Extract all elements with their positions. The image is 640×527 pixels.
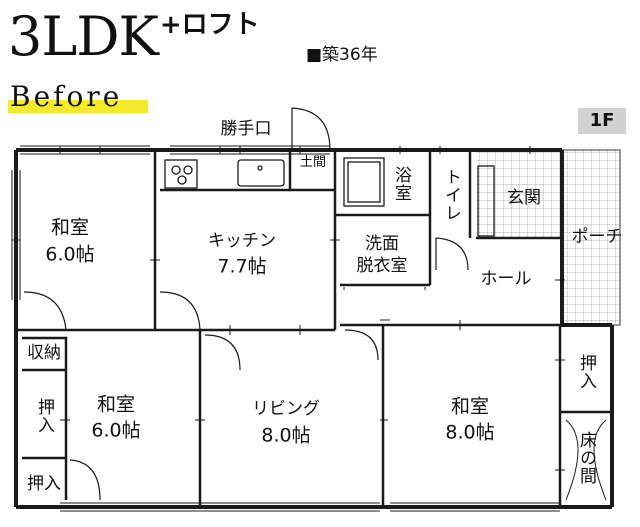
senmen-line2: 脱衣室 [356,256,408,276]
oshiire-e-label: 押入 [576,354,596,390]
kitchen-name: キッチン [208,231,276,251]
senmen-line1: 洗面 [365,234,399,254]
tokonoma-label: 床の間 [576,431,596,485]
hall-label: ホール [480,269,532,289]
genkan-label: 玄関 [507,188,541,208]
before-label: Before [10,80,123,113]
kitchen-fixtures [164,159,285,189]
washitsu-sw-size: 6.0帖 [91,419,141,442]
washitsu-sw-name: 和室 [96,393,136,416]
closet-details [343,287,607,501]
layout-type: 3LDK [8,5,159,68]
interior-walls [16,150,612,507]
bath-fixtures [343,157,495,237]
before-highlight [8,100,148,113]
layout-suffix: +ロフト [159,10,260,40]
door-swings [23,107,469,501]
shuno-label: 収納 [27,343,61,363]
living-name: リビング [252,399,320,419]
floor-badge: 1F [578,108,626,134]
window-marks [11,145,560,512]
oshiire-sw-label: 押入 [27,474,61,494]
porch-label: ポーチ [571,227,623,247]
oshiire-w-label: 押入 [34,398,54,434]
genkan-floor [476,150,562,238]
tick-marks [12,146,565,471]
washitsu-e-name: 和室 [450,395,490,418]
bath-label: 浴室 [391,166,411,202]
katteguchi-label: 勝手口 [220,119,272,139]
porch-floor [561,149,621,326]
kitchen-size: 7.7帖 [217,255,267,278]
washitsu-nw-name: 和室 [50,216,90,239]
washitsu-nw-size: 6.0帖 [45,243,95,266]
building-age: ■築36年 [306,45,378,65]
living-size: 8.0帖 [261,424,311,447]
washitsu-e-size: 8.0帖 [445,421,495,444]
toilet-label: トイレ [441,168,461,222]
doma-label: 土間 [299,155,327,170]
plan-title: 3LDK+ロフト [8,4,260,69]
before-heading: Before [8,80,148,116]
